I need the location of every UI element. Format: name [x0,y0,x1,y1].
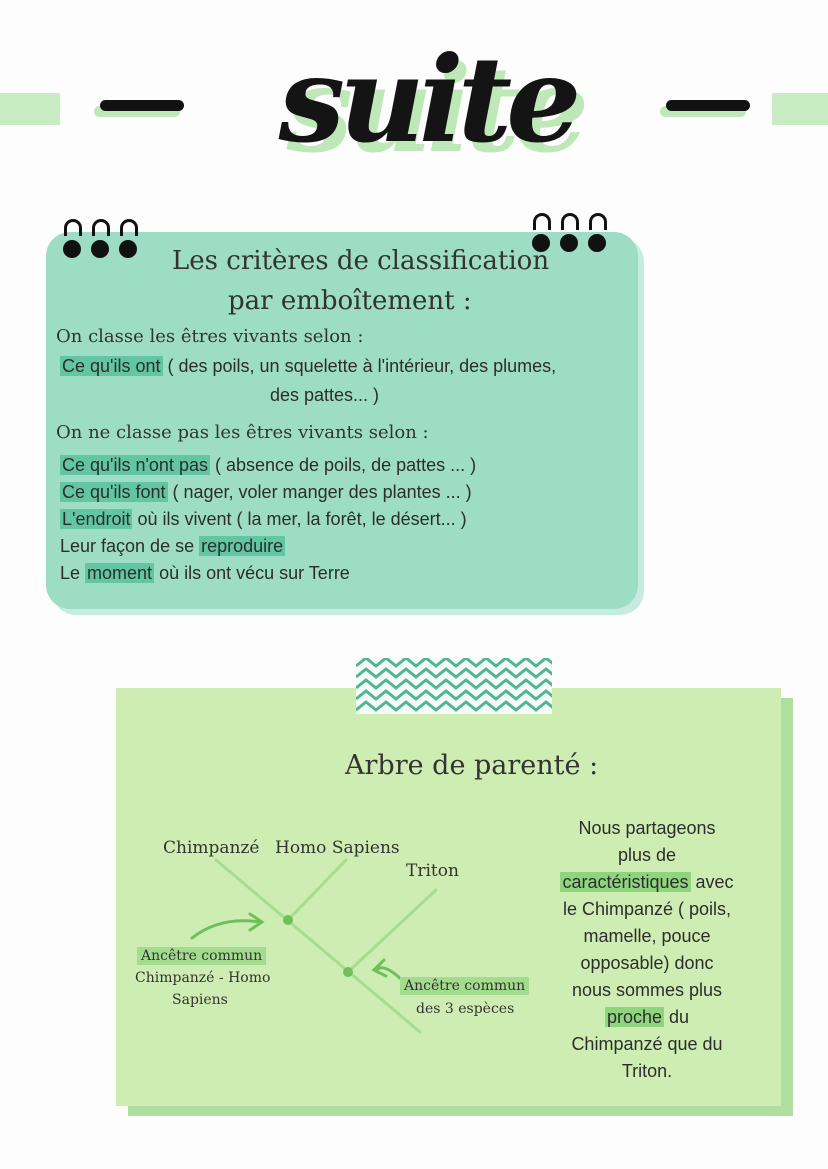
tree-leaf-homo-sapiens: Homo Sapiens [275,838,400,858]
highlight-close: proche [604,1007,664,1027]
criteria-no-item-1: Ce qu'ils n'ont pas ( absence de poils, … [60,455,476,476]
explanation-line-1: Nous partageons [578,818,716,838]
criteria-no-item-5-prefix: Le [60,563,86,583]
header-right-bar [772,93,828,125]
criteria-intro-yes: On classe les êtres vivants selon : [56,326,364,347]
washi-tape [356,658,552,714]
explanation-line-3-rest: avec [690,872,734,892]
highlight-what-they-have: Ce qu'ils ont [60,356,163,376]
criteria-yes-line1: Ce qu'ils ont ( des poils, un squelette … [60,356,556,377]
explanation-line-3: caractéristiques avec [544,869,750,896]
page-title: suite [278,30,582,169]
tree-main-branch [214,858,422,1034]
criteria-no-item-4-prefix: Leur façon de se [60,536,200,556]
header-left-dash [100,100,184,111]
criteria-card [46,232,638,609]
ancestor-1-label: Ancêtre commun [137,947,267,965]
phylogenetic-tree [190,858,438,1034]
page-title-shadow: suite [286,40,590,179]
explanation-line-8: proche du [544,1004,750,1031]
explanation-line-8-rest: du [664,1007,690,1027]
tree-heading: Arbre de parenté : [345,750,599,781]
header-right-dash-shadow [660,106,746,117]
arrow-ancestor-2-head [371,958,388,978]
ancestor-2-label-box: Ancêtre commun [400,977,530,995]
ancestor-2-sub: des 3 espèces [416,1001,515,1017]
criteria-no-item-2-text: ( nager, voler manger des plantes ... ) [167,482,472,502]
criteria-heading-line1: Les critères de classification [172,246,550,276]
criteria-heading-line2: par emboîtement : [228,286,472,316]
chevron-pattern [356,658,552,712]
explanation-line-2: plus de [617,845,677,865]
criteria-no-item-1-text: ( absence de poils, de pattes ... ) [209,455,477,475]
highlight-what-they-do: Ce qu'ils font [60,482,168,502]
criteria-intro-no: On ne classe pas les êtres vivants selon… [56,422,429,443]
header-right-dash [666,100,750,111]
explanation-line-10: Triton. [621,1061,673,1081]
ancestor-1-label-box: Ancêtre commun [137,947,267,965]
arrow-ancestor-1 [190,919,262,940]
criteria-yes-line2: des pattes... ) [270,385,380,405]
highlight-what-they-lack: Ce qu'ils n'ont pas [60,455,210,475]
node-common-ancestor-2 [343,967,353,977]
highlight-reproduce: reproduire [199,536,286,556]
criteria-yes-examples: ( des poils, un squelette à l'intérieur,… [162,356,557,376]
header-left-dash-shadow [94,106,180,117]
explanation-line-4: le Chimpanzé ( poils, [562,899,732,919]
ancestor-2-label: Ancêtre commun [400,977,530,995]
tree-explanation: Nous partageons plus de caractéristiques… [544,815,750,1085]
criteria-no-item-4: Leur façon de se reproduire [60,536,286,557]
explanation-line-6: opposable) donc [580,953,714,973]
explanation-line-7: nous sommes plus [571,980,723,1000]
ancestor-1-sub1: Chimpanzé - Homo [135,970,271,986]
tree-leaf-chimpanzee: Chimpanzé [163,838,260,858]
criteria-no-item-3-text: où ils vivent ( la mer, la forêt, le dés… [132,509,467,529]
tree-branch-homo [286,858,348,922]
highlight-place: L'endroit [60,509,133,529]
tree-leaf-triton: Triton [406,861,459,881]
criteria-no-item-5-text: où ils ont vécu sur Terre [154,563,350,583]
criteria-no-item-5: Le moment où ils ont vécu sur Terre [60,563,350,584]
criteria-no-item-3: L'endroit où ils vivent ( la mer, la for… [60,509,467,530]
ancestor-1-sub2: Sapiens [172,992,228,1008]
node-common-ancestor-1 [283,915,293,925]
arrow-ancestor-1-head [248,912,265,932]
tree-card [116,688,781,1106]
highlight-moment: moment [85,563,155,583]
explanation-line-5: mamelle, pouce [583,926,711,946]
header-left-bar [0,93,60,125]
explanation-line-9: Chimpanzé que du [571,1034,723,1054]
tree-branch-triton [346,888,438,974]
criteria-no-item-2: Ce qu'ils font ( nager, voler manger des… [60,482,472,503]
highlight-characteristics: caractéristiques [560,872,691,892]
